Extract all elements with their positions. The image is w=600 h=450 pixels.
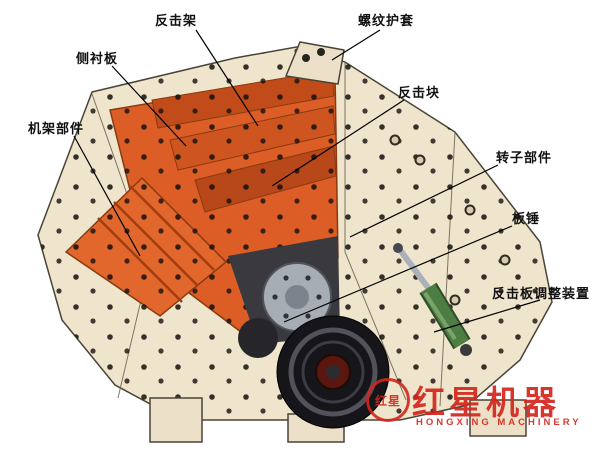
label-thread-sleeve: 螺纹护套 (358, 13, 415, 28)
label-blow-bar: 板锤 (512, 211, 541, 226)
watermark-logo-icon: 红星 (366, 378, 410, 422)
brand-name: 红星机器 (412, 384, 560, 421)
leader-lines (73, 29, 541, 333)
label-impact-frame: 反击架 (155, 13, 198, 28)
hydraulic-cylinder (393, 243, 472, 356)
brand-name-en: HONGXING MACHINERY (416, 417, 582, 428)
flywheel (276, 315, 390, 429)
label-frame-parts: 机架部件 (28, 121, 85, 136)
label-side-liner: 侧衬板 (76, 51, 119, 66)
thread-sleeve-bracket (284, 41, 345, 85)
rotor-assembly (228, 236, 340, 358)
label-rotor-parts: 转子部件 (496, 150, 553, 165)
label-impact-plate-adjuster: 反击板调整装置 (492, 286, 591, 301)
ring-bolts (389, 134, 511, 306)
bolt-dots-overlay (38, 46, 552, 420)
label-impact-block: 反击块 (398, 85, 441, 100)
